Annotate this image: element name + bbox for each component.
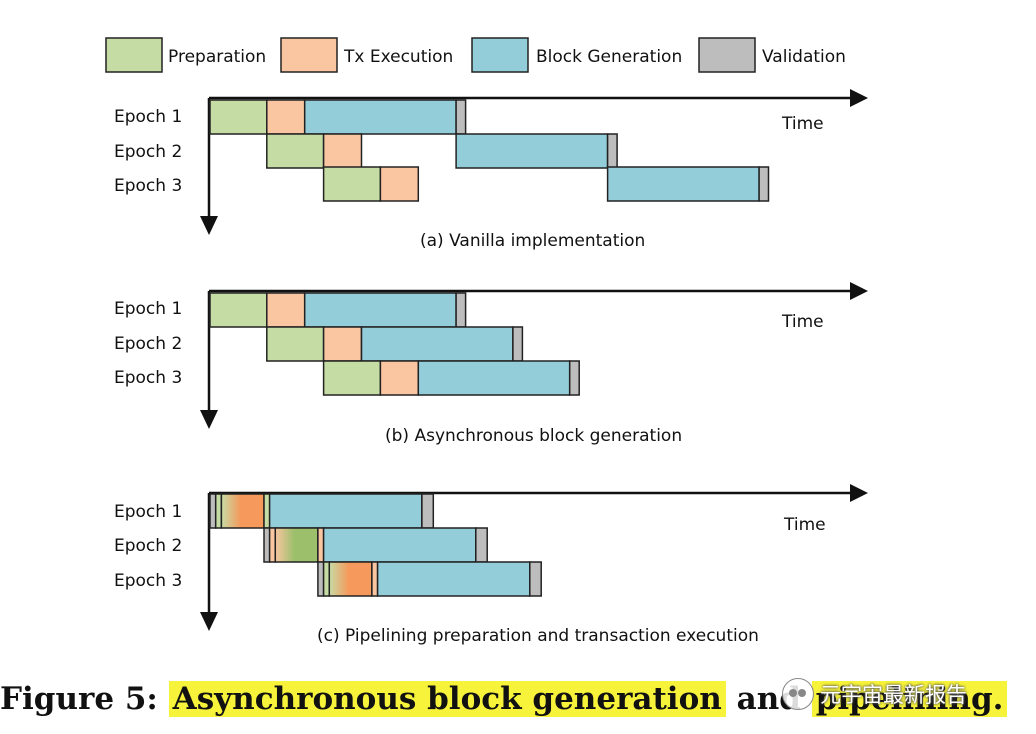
caption-prefix: Figure 5:: [0, 681, 169, 717]
caption-highlight-2: pipelining.: [811, 681, 1008, 717]
bar-c-epoch1-val-5: [421, 493, 435, 529]
panel-b: Time Epoch 1 Epoch 2 Epoch 3 (b) Asynchr…: [114, 282, 868, 446]
bar-a-epoch3-val-3: [758, 166, 770, 202]
legend-swatch-tx-execution: [280, 37, 338, 73]
panel-caption-a: (a) Vanilla implementation: [420, 231, 645, 251]
epoch-arrowhead-a: [200, 216, 218, 235]
bars-a: [209, 99, 770, 202]
bar-b-epoch2-tx-1: [322, 326, 363, 362]
bar-c-epoch3-gen-4: [376, 561, 531, 597]
bar-c-epoch1-val-0: [209, 493, 217, 529]
bars-b: [209, 292, 580, 396]
bar-c-epoch3-val-5: [529, 561, 542, 597]
bar-c-epoch2-tx-3: [317, 527, 325, 563]
epoch-label-c-1: Epoch 1: [114, 502, 182, 522]
bar-b-epoch1-tx-1: [266, 292, 306, 328]
panel-caption-c: (c) Pipelining preparation and transacti…: [317, 626, 759, 646]
legend-swatch-validation: [698, 37, 756, 73]
bar-c-epoch3-prep-1: [322, 561, 331, 597]
epoch-label-a-1: Epoch 1: [114, 107, 182, 127]
bars-c: [209, 493, 542, 597]
bar-c-epoch3-val-0: [317, 561, 325, 597]
time-arrowhead-c: [850, 484, 868, 502]
bar-b-epoch2-val-3: [512, 326, 524, 362]
time-arrowhead-b: [850, 282, 868, 300]
bar-a-epoch1-tx-1: [266, 99, 306, 135]
bar-a-epoch1-gen-2: [303, 99, 457, 135]
bar-c-epoch1-grad-2: [220, 493, 265, 529]
panel-c: Time Epoch 1 Epoch 2 Epoch 3 (c) Pipelin…: [114, 484, 868, 646]
watermark-text: 元宇宙最新报告: [820, 683, 967, 707]
figure-caption: Figure 5: Asynchronous block generation …: [0, 676, 1008, 726]
bar-b-epoch3-val-3: [568, 360, 580, 396]
bar-c-epoch2-tx-1: [268, 527, 277, 563]
bar-a-epoch1-val-3: [455, 99, 467, 135]
panel-caption-b: (b) Asynchronous block generation: [385, 426, 682, 446]
bar-a-epoch2-gen-2: [455, 133, 609, 169]
watermark: 元宇宙最新报告: [782, 678, 967, 710]
legend-swatch-preparation: [105, 37, 163, 73]
caption-highlight-1: Asynchronous block generation: [168, 681, 726, 717]
epoch-label-a-2: Epoch 2: [114, 142, 182, 162]
bar-c-epoch1-prep-1: [214, 493, 223, 529]
bar-c-epoch2-val-5: [475, 527, 488, 563]
bar-b-epoch1-prep-0: [209, 292, 268, 328]
bar-b-epoch3-prep-0: [322, 360, 382, 396]
epoch-label-b-1: Epoch 1: [114, 299, 182, 319]
bar-b-epoch3-gen-2: [417, 360, 571, 396]
bar-c-epoch3-grad-2: [328, 561, 373, 597]
legend-swatch-block-generation: [471, 37, 529, 73]
bar-c-epoch1-prep-3: [263, 493, 271, 529]
time-label-a: Time: [781, 114, 824, 134]
time-arrowhead-a: [850, 89, 868, 107]
epoch-label-c-2: Epoch 2: [114, 536, 182, 556]
bar-c-epoch1-gen-4: [268, 493, 423, 529]
legend-label-block-generation: Block Generation: [536, 47, 682, 67]
legend: Preparation Tx Execution Block Generatio…: [105, 37, 846, 73]
bar-c-epoch3-tx-3: [371, 561, 379, 597]
epoch-arrowhead-b: [200, 410, 218, 429]
time-label-c: Time: [783, 515, 826, 535]
epoch-label-a-3: Epoch 3: [114, 176, 182, 196]
bar-a-epoch3-tx-1: [379, 166, 420, 202]
epoch-label-c-3: Epoch 3: [114, 571, 182, 591]
bar-a-epoch3-prep-0: [322, 166, 382, 202]
epoch-arrowhead-c: [200, 612, 218, 631]
bar-a-epoch2-prep-0: [266, 133, 325, 169]
epoch-label-b-2: Epoch 2: [114, 334, 182, 354]
bar-c-epoch2-grad2-2: [274, 527, 319, 563]
bar-b-epoch3-tx-1: [379, 360, 420, 396]
legend-label-tx-execution: Tx Execution: [343, 47, 453, 67]
bar-c-epoch2-val-0: [263, 527, 271, 563]
legend-label-validation: Validation: [762, 47, 846, 67]
bar-b-epoch1-gen-2: [303, 292, 457, 328]
time-label-b: Time: [781, 312, 824, 332]
wechat-icon: [782, 678, 814, 710]
bar-a-epoch2-tx-1: [322, 133, 363, 169]
bar-b-epoch2-gen-2: [360, 326, 514, 362]
bar-b-epoch1-val-3: [455, 292, 467, 328]
bar-a-epoch3-gen-2: [606, 166, 760, 202]
bar-a-epoch2-val-3: [606, 133, 618, 169]
bar-b-epoch2-prep-0: [266, 326, 325, 362]
panel-a: Time Epoch 1 Epoch 2 Epoch 3 (a) Vanilla…: [114, 89, 868, 251]
epoch-label-b-3: Epoch 3: [114, 368, 182, 388]
bar-c-epoch2-gen-4: [322, 527, 477, 563]
bar-a-epoch1-prep-0: [209, 99, 268, 135]
legend-label-preparation: Preparation: [168, 47, 266, 67]
